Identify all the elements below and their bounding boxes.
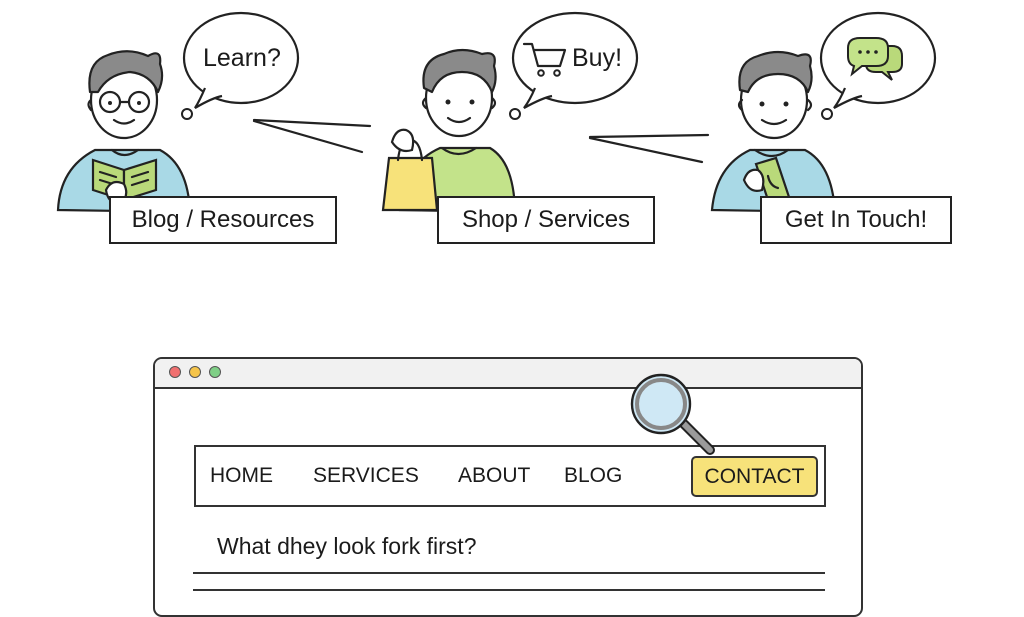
minimize-dot[interactable] bbox=[189, 366, 201, 378]
chat-bubbles-icon bbox=[847, 37, 903, 81]
maximize-dot[interactable] bbox=[209, 366, 221, 378]
thought-learn: Learn? bbox=[203, 44, 281, 72]
persona-caller bbox=[710, 11, 937, 214]
text-line-1 bbox=[193, 572, 825, 574]
close-dot[interactable] bbox=[169, 366, 181, 378]
shopping-cart-icon bbox=[522, 42, 567, 77]
thought-buy: Buy! bbox=[572, 44, 623, 72]
label-get-in-touch: Get In Touch! bbox=[760, 196, 952, 244]
text-line-2 bbox=[193, 589, 825, 591]
browser-title-bar bbox=[155, 359, 861, 389]
persona-reader bbox=[56, 11, 300, 214]
thought-bubble-2 bbox=[511, 11, 639, 105]
persona-shopper bbox=[381, 11, 639, 214]
nav-services[interactable]: SERVICES bbox=[313, 464, 419, 487]
nav-home[interactable]: HOME bbox=[210, 464, 273, 487]
thought-bubble-1 bbox=[182, 11, 300, 105]
label-shop-services: Shop / Services bbox=[437, 196, 655, 244]
site-nav-bar: HOME SERVICES ABOUT BLOG CONTACT bbox=[194, 445, 826, 507]
page-question: What dhey look fork first? bbox=[217, 533, 477, 559]
label-blog-resources: Blog / Resources bbox=[109, 196, 337, 244]
nav-about[interactable]: ABOUT bbox=[458, 464, 531, 487]
nav-blog[interactable]: BLOG bbox=[564, 464, 623, 487]
nav-contact-button[interactable]: CONTACT bbox=[691, 456, 818, 497]
